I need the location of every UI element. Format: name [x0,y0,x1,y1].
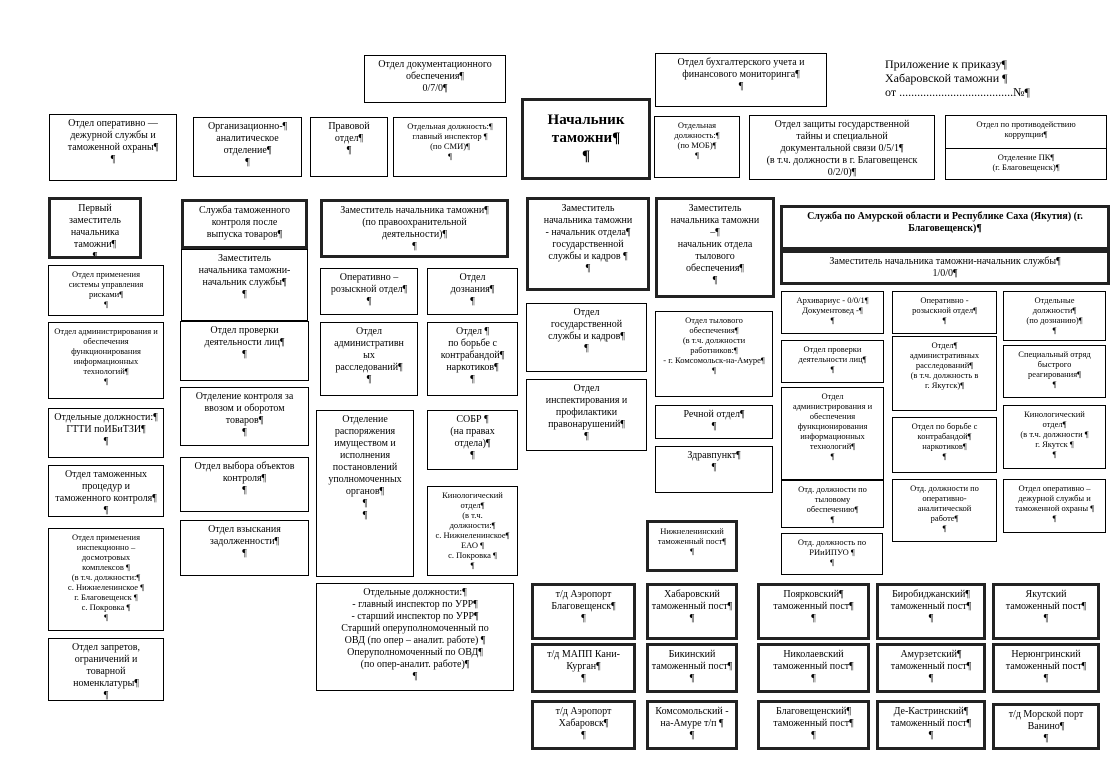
org-unit-gossluzhba: Отдел государственной службы и кадров¶ ¶ [526,303,647,372]
org-unit-nizhnelen: Нижнеленинский таможенный пост¶ ¶ [646,520,738,572]
org-unit-amur-deputy: Заместитель начальника таможни-начальник… [780,250,1110,285]
org-unit-a-kontrab: Отдел по борьбе с контрабандой¶ наркотик… [892,417,997,473]
org-unit-a-admrassl: Отдел¶ административных расследований¶ (… [892,336,997,411]
org-unit-admrassl: Отдел административн ых расследований¶ ¶ [320,322,418,396]
org-unit-a-admin-it: Отдел администрирования и обеспечения фу… [781,387,884,480]
org-unit-post-release: Служба таможенного контроля после выпуск… [181,199,308,249]
org-unit-vybor: Отдел выбора объектов контроля¶ ¶ [180,457,309,512]
org-unit-oper-duty: Отдел оперативно — дежурной службы и там… [49,114,177,181]
org-unit-p-dekastr: Де-Кастринский¶ таможенный пост¶ ¶ [876,700,986,750]
org-unit-a-sobr: Специальный отряд быстрого реагирования¶… [1003,345,1106,398]
org-unit-doc: Отдел документационного обеспечения¶ 0/7… [364,55,506,103]
org-unit-p-yakut: Якутский таможенный пост¶ ¶ [992,583,1100,640]
org-unit-pk: Отделение ПК¶ (г. Благовещенск)¶ [945,148,1107,180]
org-unit-p-khab: Хабаровский таможенный пост¶ ¶ [646,583,738,640]
org-unit-p-nerung: Нерюнгринский таможенный пост¶ ¶ [992,643,1100,693]
org-unit-admin-it: Отдел администрирования и обеспечения фу… [48,322,164,399]
org-unit-mob: Отдельная должность:¶ (по МОБ)¶ ¶ [654,116,740,178]
org-unit-gostaina: Отдел защиты государственной тайны и спе… [749,115,935,180]
org-unit-p-amurzet: Амурзетский¶ таможенный пост¶ ¶ [876,643,986,693]
org-unit-a-oro: Оперативно - розыскной отдел¶ ¶ [892,291,997,334]
org-unit-kontrab: Отдел ¶ по борьбе с контрабандой¶ наркот… [427,322,518,396]
org-unit-vzysk: Отдел взыскания задолженности¶ ¶ [180,520,309,576]
org-unit-a-kino: Кинологический отдел¶ (в т.ч. должности … [1003,405,1106,469]
org-unit-rech: Речной отдел¶ ¶ [655,405,773,439]
org-unit-gtti: Отдельные должности:¶ ГТТИ поИБиТЗИ¶ ¶ [48,408,164,458]
org-unit-p-blag: Благовещенский¶ таможенный пост¶ ¶ [757,700,870,750]
org-unit-p-bikin: Бикинский таможенный пост¶ ¶ [646,643,738,693]
org-unit-a-ods: Отдел оперативно – дежурной службы и там… [1003,479,1106,533]
org-unit-tyl: Отдел тылового обеспечения¶ (в т.ч. долж… [655,311,773,397]
org-unit-chief: Начальник таможни¶ ¶ [521,98,651,180]
org-unit-inspect: Отдел инспектирования и профилактики пра… [526,379,647,451]
order-annex-note: Приложение к приказу¶ Хабаровской таможн… [885,57,1030,99]
org-unit-urr: Отдельные должности:¶ - главный инспекто… [316,583,514,691]
org-unit-raspor: Отделение распоряжения имуществом и испо… [316,410,414,577]
org-unit-risk: Отдел применения системы управления риск… [48,265,164,316]
org-unit-a-analit: Отд. должности по оперативно- аналитичес… [892,479,997,542]
org-unit-first-deputy: Первый заместитель начальника таможни¶ ¶ [48,197,142,259]
org-unit-procedures: Отдел таможенных процедур и таможенного … [48,465,164,517]
org-unit-p-nikol: Николаевский таможенный пост¶ ¶ [757,643,870,693]
org-unit-law-deputy: Заместитель начальника таможни¶ (по прав… [320,199,509,258]
org-unit-proverka: Отдел проверки деятельности лиц¶ ¶ [180,321,309,381]
org-unit-zaprety: Отдел запретов, ограничений и товарной н… [48,638,164,701]
org-unit-oro: Оперативно – розыскной отдел¶ ¶ [320,268,418,315]
org-unit-a-tyl: Отд. должности по тыловому обеспечению¶ … [781,480,884,528]
org-unit-amur-service: Служба по Амурской области и Республике … [780,205,1110,250]
org-unit-import: Отделение контроля за ввозом и оборотом … [180,387,309,446]
org-unit-p-kani: т/д МАПП Кани- Курган¶ ¶ [531,643,636,693]
org-unit-post-release-deputy: Заместитель начальника таможни- начальни… [181,249,308,321]
org-unit-zdrav: Здравпункт¶ ¶ [655,446,773,493]
org-unit-anticorr: Отдел по противодействию коррупции¶ [945,115,1107,149]
org-unit-a-riipuo: Отд. должность по РИиИПУО ¶ ¶ [781,533,883,575]
org-unit-p-vanino: т/д Морской порт Ванино¶ ¶ [992,703,1100,750]
org-unit-p-blag-air: т/д Аэропорт Благовещенск¶ ¶ [531,583,636,640]
org-unit-kadry-deputy: Заместитель начальника таможни - начальн… [526,197,650,291]
org-unit-p-khab-air: т/д Аэропорт Хабаровск¶ ¶ [531,700,636,750]
org-unit-smi: Отдельная должность:¶ главный инспектор … [393,117,507,177]
org-unit-tyl-deputy: Заместитель начальника таможни –¶ началь… [655,197,775,298]
org-unit-p-birob: Биробиджанский¶ таможенный пост¶ ¶ [876,583,986,640]
org-unit-kino: Кинологический отдел¶ (в т.ч. должности:… [427,486,518,576]
org-unit-dozn: Отдел дознания¶ ¶ [427,268,518,315]
org-unit-p-komsom: Комсомольский - на-Амуре т/п ¶ ¶ [646,700,738,750]
org-unit-idk: Отдел применения инспекционно – досмотро… [48,528,164,631]
org-unit-buh: Отдел бухгалтерского учета и финансового… [655,53,827,107]
org-unit-org: Организационно-¶ аналитическое отделение… [193,117,302,177]
org-unit-p-poyark: Поярковский¶ таможенный пост¶ ¶ [757,583,870,640]
org-unit-a-arkhiv: Архивариус - 0/0/1¶ Документовед -¶ ¶ [781,291,884,334]
org-unit-legal: Правовой отдел¶ ¶ [310,117,388,177]
org-unit-a-proverka: Отдел проверки деятельности лиц¶ ¶ [781,340,884,383]
org-unit-sobr: СОБР ¶ (на правах отдела)¶ ¶ [427,410,518,470]
org-unit-a-dozn: Отдельные должности¶ (по дознанию)¶ ¶ [1003,291,1106,341]
